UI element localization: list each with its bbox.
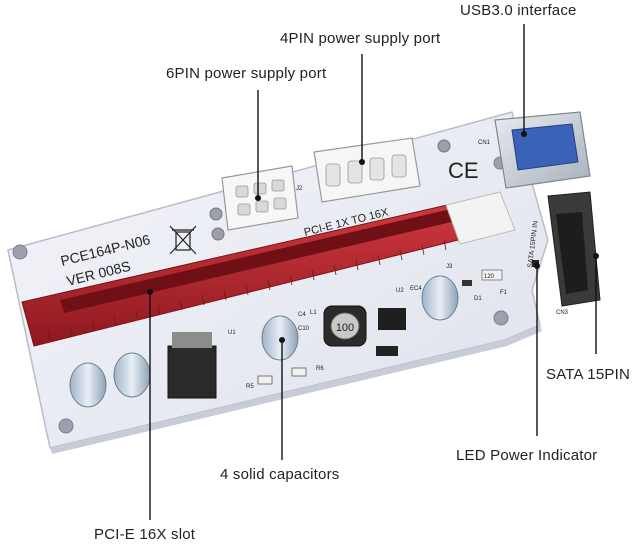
ref-ec4: EC4	[410, 286, 422, 292]
solid-capacitors	[69, 275, 459, 408]
mounting-hole	[437, 139, 451, 153]
callout-led: LED Power Indicator	[456, 447, 598, 464]
ref-l1: L1	[310, 310, 317, 316]
ce-mark: CE	[448, 158, 479, 183]
ic-chip	[378, 308, 406, 330]
callout-sata: SATA 15PIN	[546, 366, 630, 383]
weee-bin-icon	[169, 225, 197, 255]
mounting-hole	[58, 418, 74, 434]
sata-slot	[556, 212, 588, 294]
ref-u2: U2	[396, 288, 404, 294]
four-pin-connector	[313, 137, 421, 203]
callout-lines	[149, 24, 597, 520]
fuse	[481, 269, 503, 281]
mounting-hole	[12, 244, 28, 260]
ref-j2: J2	[296, 186, 303, 192]
regulator-tab	[172, 332, 212, 348]
callout-pcie-slot: PCI-E 16X slot	[94, 526, 196, 543]
ref-r6: R6	[316, 366, 324, 372]
six-pin-sockets	[235, 179, 287, 216]
ref-d1: D1	[474, 296, 482, 302]
ref-u1: U1	[228, 330, 236, 336]
pcb-edge	[50, 325, 542, 454]
chip-small	[376, 346, 398, 356]
ref-j3: J3	[446, 264, 453, 270]
usb3-blue-insert	[511, 123, 579, 171]
ref-cn3: CN3	[556, 310, 569, 316]
ref-f1: F1	[500, 290, 508, 296]
mounting-hole	[209, 207, 223, 221]
fuse-label: 120	[484, 274, 495, 280]
callout-usb3: USB3.0 interface	[460, 2, 577, 19]
callout-6pin: 6PIN power supply port	[166, 65, 327, 82]
callout-capacitors: 4 solid capacitors	[220, 466, 340, 483]
slot-teeth	[47, 239, 447, 341]
smd-component	[291, 367, 307, 377]
ref-r5: R5	[246, 384, 254, 390]
slot-groove	[60, 208, 460, 313]
smd-component	[257, 375, 273, 385]
callout-4pin: 4PIN power supply port	[280, 30, 441, 47]
inductor-label: 100	[336, 322, 354, 334]
mounting-hole	[493, 310, 509, 326]
ref-cn1: CN1	[478, 140, 491, 146]
mounting-hole	[211, 227, 225, 241]
smd-component	[462, 280, 472, 286]
four-pin-sockets	[325, 154, 407, 187]
slot-latch	[445, 191, 516, 245]
callout-dots	[147, 131, 599, 343]
ref-c4: C4	[298, 312, 306, 318]
voltage-regulator	[167, 345, 217, 399]
ref-c10: C10	[298, 326, 310, 332]
